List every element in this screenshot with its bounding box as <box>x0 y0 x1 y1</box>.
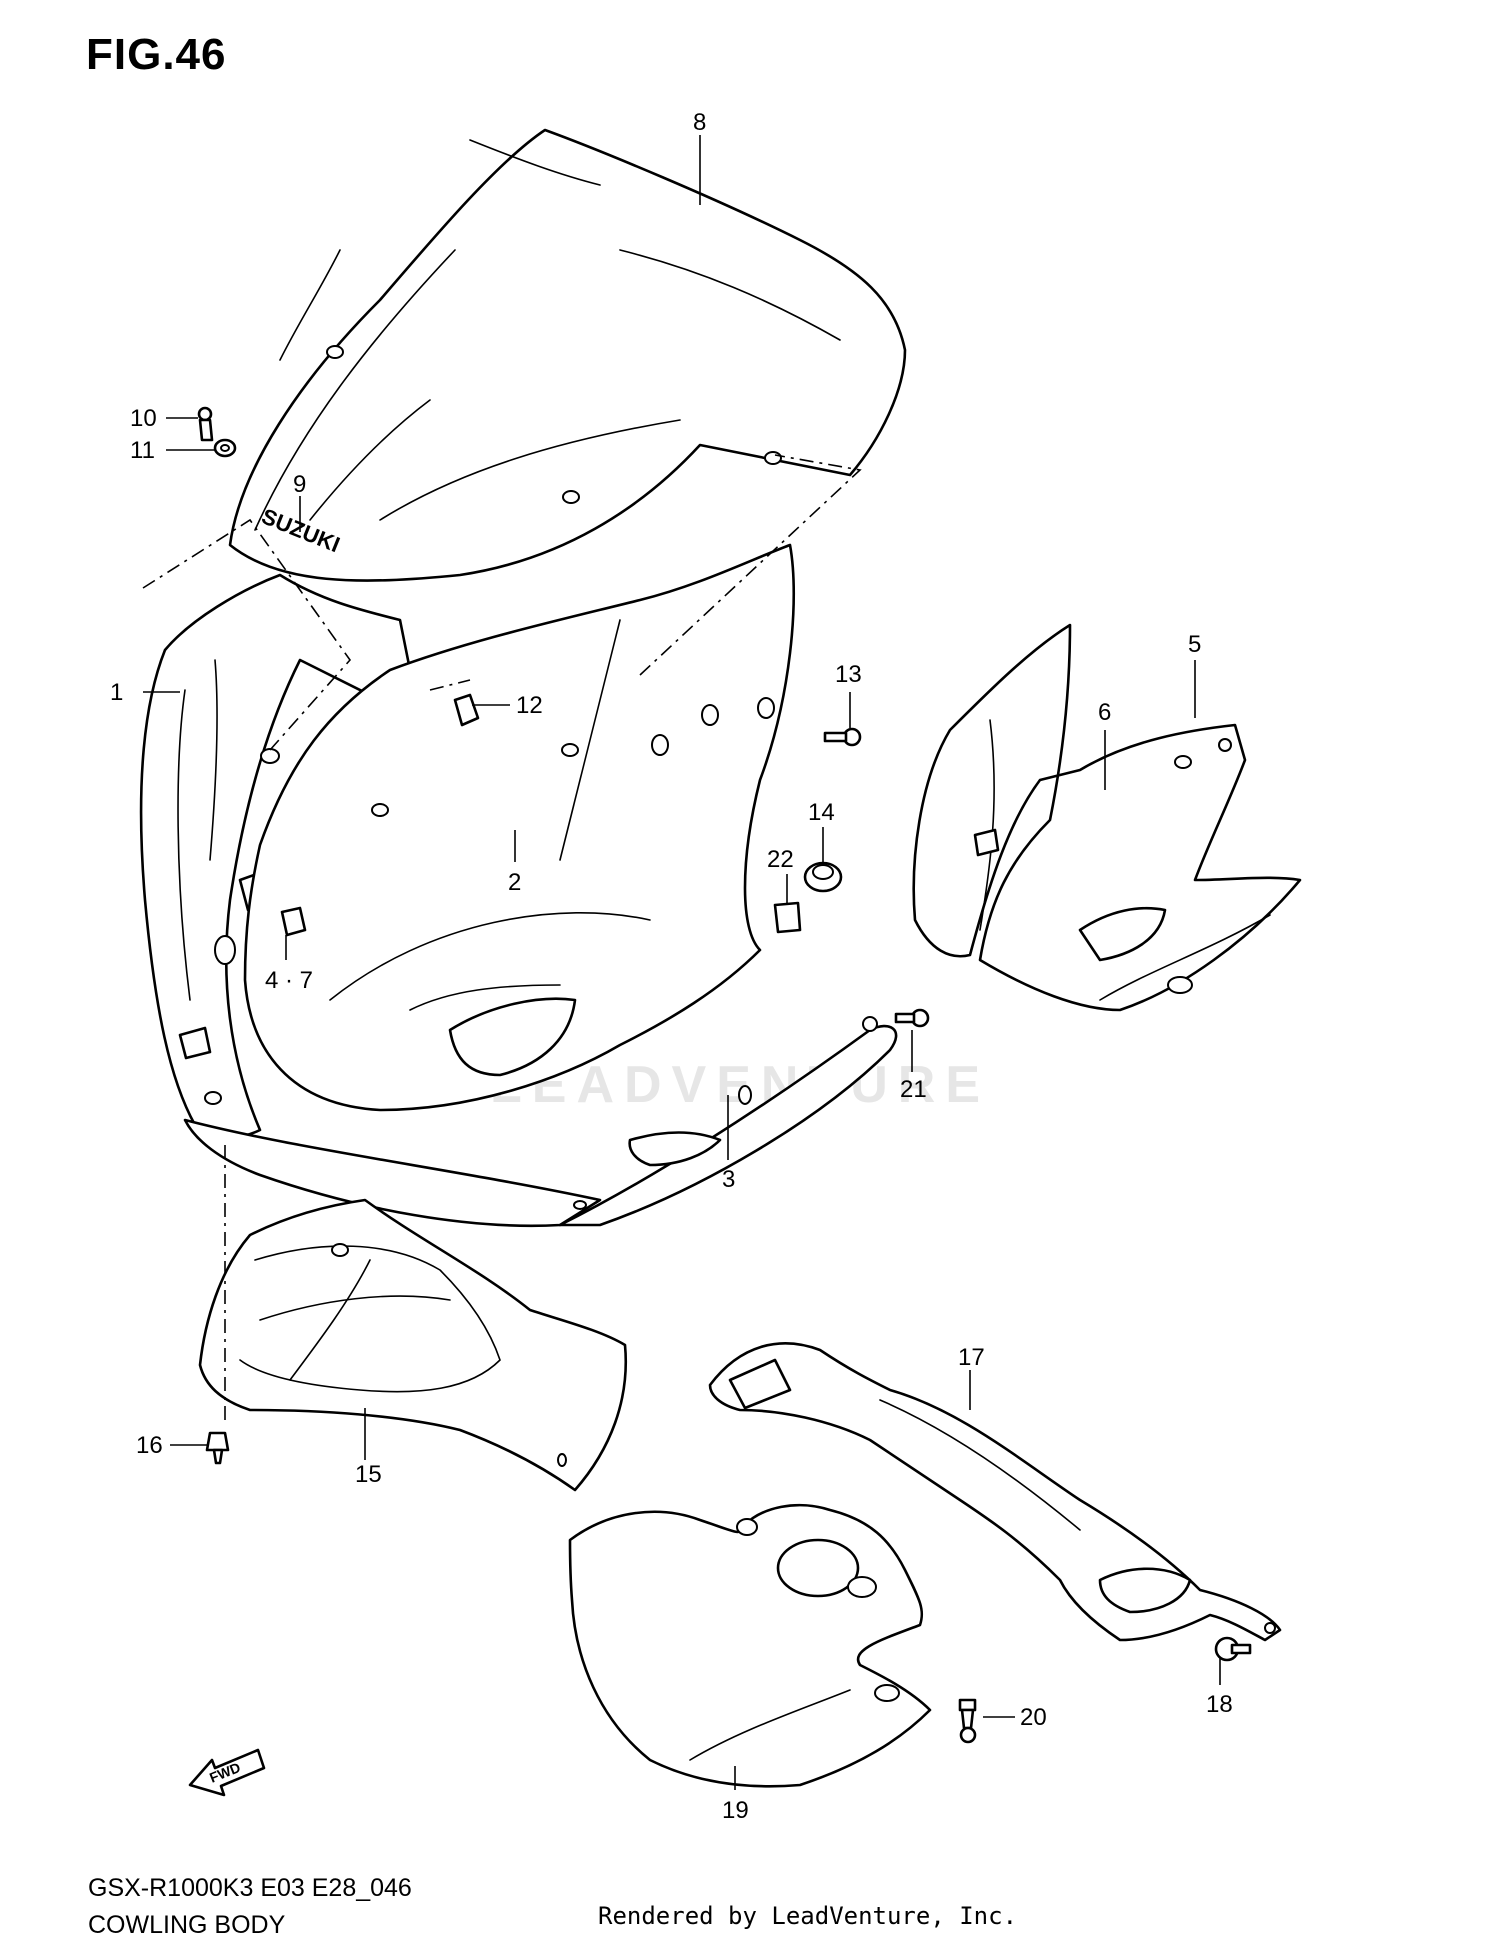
clip-part-22[interactable] <box>773 901 802 934</box>
bolt-part-18[interactable] <box>1214 1636 1252 1662</box>
callout-13: 13 <box>835 661 862 688</box>
screw-part-21[interactable] <box>894 1008 930 1028</box>
inner-cover-part-15[interactable] <box>198 1198 628 1492</box>
callout-18: 18 <box>1206 1691 1233 1718</box>
diagram-caption: COWLING BODY <box>88 1911 286 1939</box>
leader-lines <box>143 135 1221 1790</box>
callout-15: 15 <box>355 1461 382 1488</box>
cushion-part-4-7[interactable] <box>280 906 307 937</box>
washer-part-11[interactable] <box>213 438 237 458</box>
callout-8: 8 <box>693 109 706 136</box>
callout-19: 19 <box>722 1797 749 1824</box>
heat-shield-part-19[interactable] <box>568 1503 932 1788</box>
callout-14: 14 <box>808 799 835 826</box>
screw-part-10[interactable] <box>197 406 214 442</box>
callout-20: 20 <box>1020 1704 1047 1731</box>
assembly-lines <box>142 454 862 1420</box>
callout-22: 22 <box>767 846 794 873</box>
bolt-part-20[interactable] <box>958 1698 977 1744</box>
forward-direction-arrow-icon: FWD <box>188 1748 266 1797</box>
callout-2: 2 <box>508 869 521 896</box>
grommet-part-14[interactable] <box>803 861 843 893</box>
callout-5: 5 <box>1188 631 1201 658</box>
callout-1: 1 <box>110 679 123 706</box>
callout-12: 12 <box>516 692 543 719</box>
render-credit: Rendered by LeadVenture, Inc. <box>598 1902 1018 1930</box>
upper-cowling-part-1[interactable] <box>139 573 422 1139</box>
model-code: GSX-R1000K3 E03 E28_046 <box>88 1874 412 1902</box>
middle-cowling-part-2[interactable] <box>243 543 796 1112</box>
callout-3: 3 <box>722 1166 735 1193</box>
callout-labels: 1 2 3 4 · 7 5 6 8 9 10 11 12 13 14 15 16… <box>110 109 1233 1824</box>
windscreen-part-8[interactable]: SUZUKI <box>228 128 907 582</box>
rivet-part-16[interactable] <box>205 1431 230 1465</box>
callout-16: 16 <box>136 1432 163 1459</box>
nut-part-12[interactable] <box>453 693 480 727</box>
right-cowling-parts-5-6[interactable] <box>912 623 1302 1012</box>
callout-11: 11 <box>130 437 155 464</box>
callout-17: 17 <box>958 1344 985 1371</box>
callout-4-7: 4 · 7 <box>265 967 313 994</box>
screw-part-13[interactable] <box>823 727 862 747</box>
callout-21: 21 <box>900 1076 927 1103</box>
lower-cowling-part-3[interactable] <box>183 1016 898 1228</box>
figure-title: FIG.46 <box>86 30 227 79</box>
callout-6: 6 <box>1098 699 1111 726</box>
callout-10: 10 <box>130 405 157 432</box>
brace-part-17[interactable] <box>708 1342 1282 1642</box>
callout-9: 9 <box>293 471 306 498</box>
